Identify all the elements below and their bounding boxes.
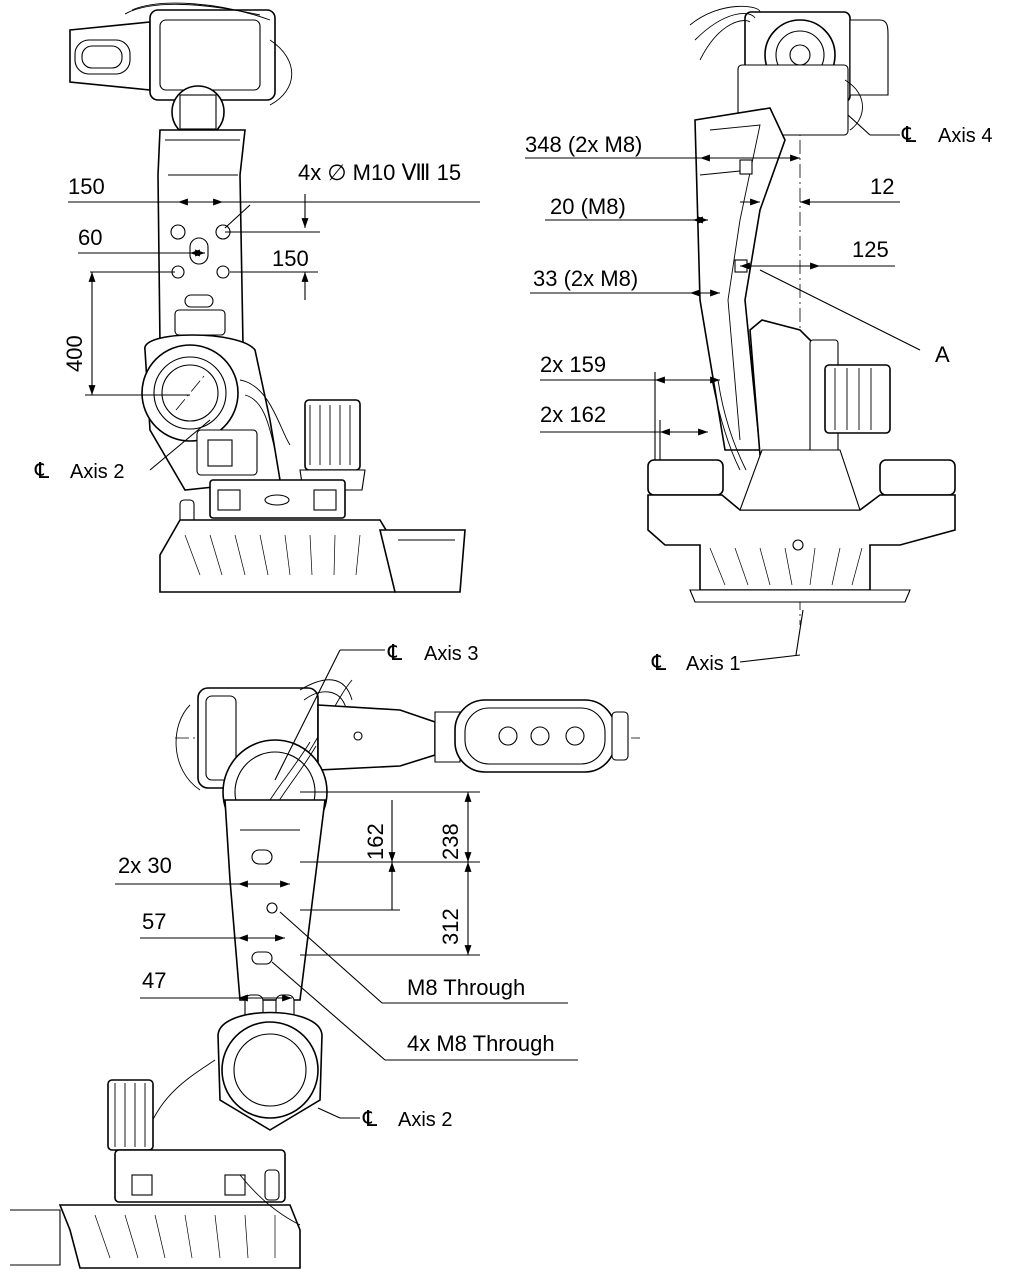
bottom-arm-column — [224, 799, 326, 1028]
bottom-axis3-centerline-symbol: ℄ — [387, 640, 403, 665]
bottom-dim-47: 47 — [142, 968, 166, 993]
front-wrist-head — [69, 2, 293, 139]
bottom-dim-238: 238 — [438, 823, 463, 860]
front-axis2-joint — [141, 334, 291, 491]
front-dim-150-right: 150 — [272, 246, 309, 271]
side-dim-33: 33 (2x M8) — [533, 266, 638, 291]
bottom-view: ℄ Axis 3 2x 30 57 47 162 238 312 M8 Thro… — [10, 640, 640, 1269]
front-motor — [299, 399, 366, 491]
bottom-dim-312: 312 — [438, 908, 463, 945]
front-dim-150-top: 150 — [68, 174, 105, 199]
front-axis2-label: Axis 2 — [70, 461, 124, 483]
bottom-base — [10, 1149, 301, 1269]
side-dim-125: 125 — [852, 237, 889, 262]
front-dimensions — [68, 194, 480, 471]
bottom-4x-m8-through: 4x M8 Through — [407, 1031, 555, 1056]
side-label-a: A — [935, 342, 950, 367]
bottom-axis3-label: Axis 3 — [424, 643, 478, 665]
bottom-axis2-label: Axis 2 — [398, 1109, 452, 1131]
side-dimensions — [525, 114, 921, 663]
front-callout-holes: 4x ∅ M10 Ⅷ 15 — [298, 160, 461, 185]
side-wrist-head — [689, 5, 889, 136]
bottom-dim-57: 57 — [142, 909, 166, 934]
side-axis4-centerline-symbol: ℄ — [901, 122, 917, 147]
bottom-axis2-joint — [139, 1011, 323, 1161]
bottom-forearm — [317, 699, 629, 773]
front-dim-400: 400 — [62, 335, 87, 372]
side-axis4-label: Axis 4 — [938, 125, 992, 147]
side-motor — [824, 364, 891, 434]
bottom-dimensions — [115, 649, 578, 1119]
side-axis1-label: Axis 1 — [686, 653, 740, 675]
side-dim-20: 20 (M8) — [550, 194, 626, 219]
bottom-dim-2x30: 2x 30 — [118, 853, 172, 878]
side-arm — [694, 107, 786, 471]
side-dim-348: 348 (2x M8) — [525, 132, 642, 157]
side-dim-2x159: 2x 159 — [540, 352, 606, 377]
bottom-m8-through: M8 Through — [407, 975, 525, 1000]
front-upper-arm — [157, 129, 246, 346]
front-dim-60: 60 — [78, 225, 102, 250]
front-base — [159, 479, 466, 593]
bottom-dim-162: 162 — [363, 823, 388, 860]
bottom-axis2-centerline-symbol: ℄ — [362, 1106, 378, 1131]
bottom-motor — [107, 1079, 154, 1151]
side-axis1-centerline-symbol: ℄ — [651, 650, 667, 675]
side-dim-12: 12 — [870, 174, 894, 199]
side-dim-2x162: 2x 162 — [540, 402, 606, 427]
front-view: 4x ∅ M10 Ⅷ 15 150 60 150 400 ℄ Axis 2 — [34, 2, 480, 593]
side-base — [647, 449, 956, 603]
side-view: 348 (2x M8) 20 (M8) 33 (2x M8) 12 125 2x… — [525, 5, 992, 675]
front-centerline-symbol: ℄ — [34, 458, 50, 483]
